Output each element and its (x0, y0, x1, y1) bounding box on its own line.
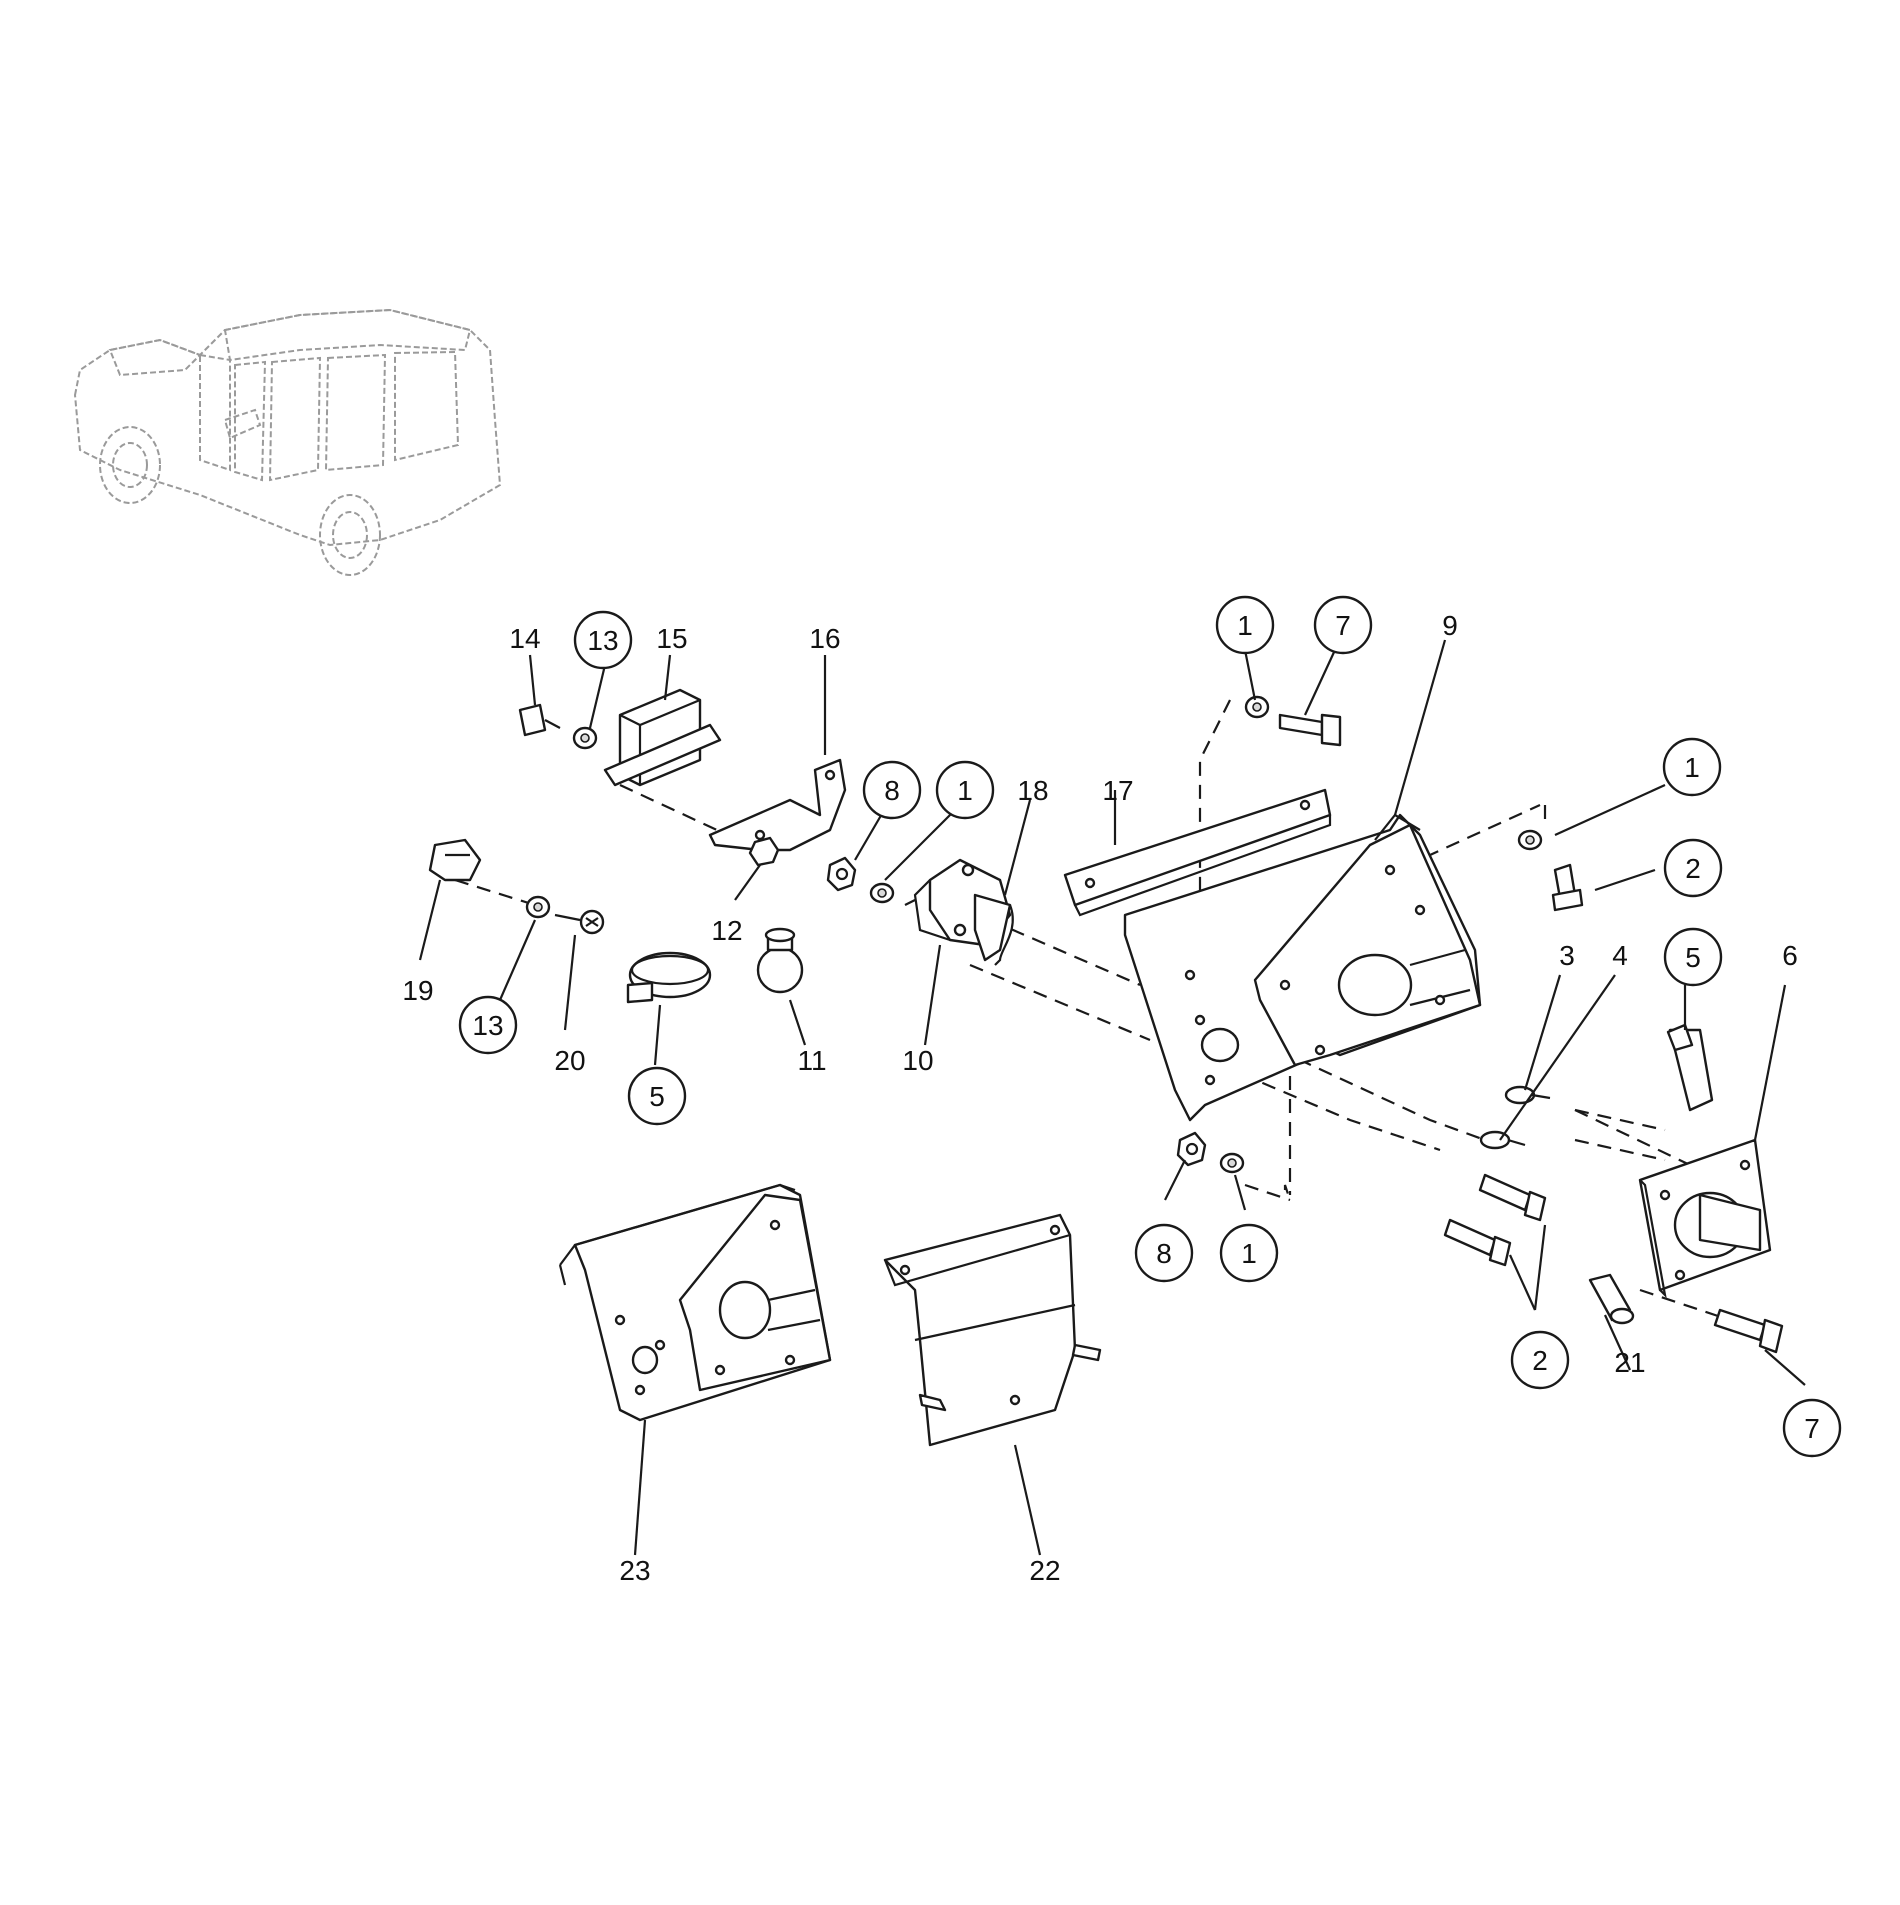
part-17-strip (1063, 788, 1332, 917)
label-18: 18 (1017, 775, 1048, 806)
part-1c-washer (869, 882, 895, 904)
part-9-main-bracket (1123, 813, 1482, 1122)
label-14: 14 (509, 623, 540, 654)
part-7b-bolt (1713, 1308, 1784, 1354)
leader-lines (418, 639, 1806, 1556)
part-23-plate (558, 1183, 832, 1422)
part-20-screw (554, 909, 605, 935)
label-12: 12 (711, 915, 742, 946)
part-2b-bolts (1443, 1173, 1547, 1267)
part-labels: 1 7 9 1 2 14 13 15 16 8 1 18 17 12 19 13… (402, 610, 1819, 1586)
label-5: 5 (649, 1081, 665, 1112)
label-6: 6 (1782, 940, 1798, 971)
part-5a-clamp (626, 951, 712, 1004)
vehicle-illustration (73, 308, 502, 576)
label-9: 9 (1442, 610, 1458, 641)
part-8b-nut (1176, 1131, 1207, 1167)
label-21: 21 (1614, 1347, 1645, 1378)
label-11: 11 (797, 1045, 826, 1076)
label-10: 10 (902, 1045, 933, 1076)
label-3: 3 (1559, 940, 1575, 971)
part-3-terminal (1504, 1085, 1551, 1105)
part-11-grommet (756, 927, 804, 994)
part-2a-bolt (1551, 863, 1584, 912)
part-15-relay (603, 688, 722, 787)
label-1: 1 (1237, 610, 1253, 641)
part-5b-clamp (1666, 1023, 1714, 1112)
label-7: 7 (1335, 610, 1351, 641)
part-16-bracket (708, 758, 847, 852)
label-13: 13 (472, 1010, 503, 1041)
part-14-screw (518, 703, 561, 737)
label-23: 23 (619, 1555, 650, 1586)
part-22-cover (883, 1213, 1102, 1447)
part-12-nut (748, 836, 780, 867)
label-22: 22 (1029, 1555, 1060, 1586)
part-10-switch (904, 858, 1014, 966)
part-1d-washer (1219, 1152, 1245, 1174)
label-13: 13 (587, 625, 618, 656)
label-8: 8 (884, 775, 900, 806)
label-7: 7 (1804, 1413, 1820, 1444)
part-19-clip (428, 838, 482, 882)
label-2: 2 (1532, 1345, 1548, 1376)
label-1: 1 (957, 775, 973, 806)
part-13b-washer (525, 895, 551, 919)
part-13a-washer (572, 726, 598, 750)
part-1a-washer (1244, 695, 1270, 719)
label-1: 1 (1241, 1238, 1257, 1269)
part-1b-washer (1517, 829, 1543, 851)
label-15: 15 (656, 623, 687, 654)
label-5: 5 (1685, 942, 1701, 973)
part-21-connector (1588, 1273, 1635, 1325)
label-8: 8 (1156, 1238, 1172, 1269)
label-4: 4 (1612, 940, 1628, 971)
part-6-socket (1638, 1138, 1772, 1299)
label-1: 1 (1684, 752, 1700, 783)
part-8a-nut (826, 856, 857, 892)
callouts-circled (458, 595, 1842, 1458)
label-19: 19 (402, 975, 433, 1006)
part-7a-bolt (1278, 713, 1342, 747)
label-16: 16 (809, 623, 840, 654)
label-20: 20 (554, 1045, 585, 1076)
label-17: 17 (1102, 775, 1133, 806)
label-2: 2 (1685, 853, 1701, 884)
